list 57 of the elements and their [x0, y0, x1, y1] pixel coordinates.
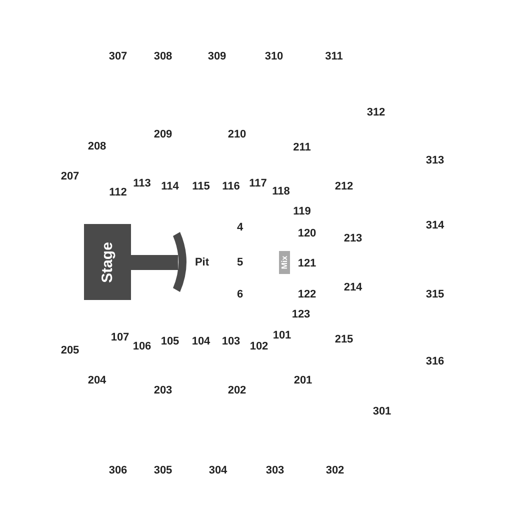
- section-number: 316: [426, 356, 444, 368]
- section-number: 209: [154, 130, 172, 140]
- section-number: 5: [236, 258, 244, 268]
- section-number: 315: [426, 290, 444, 300]
- section-number: 202: [228, 386, 246, 396]
- section-number: 301: [372, 406, 392, 418]
- section-number: 201: [294, 376, 312, 386]
- section-number: 208: [88, 142, 106, 152]
- section-number: 309: [208, 52, 226, 62]
- mix-box: [279, 251, 290, 274]
- section-number: 306: [108, 466, 128, 476]
- section-number: 310: [264, 52, 284, 62]
- section-number: 104: [192, 336, 210, 348]
- section-number: 4: [236, 222, 244, 234]
- section-number: 204: [88, 376, 106, 386]
- section-number: Pit: [194, 258, 210, 268]
- section-number: 313: [426, 156, 444, 166]
- section-number: 106: [132, 342, 152, 352]
- section-number: 6: [236, 290, 244, 300]
- section-number: 212: [334, 182, 354, 192]
- section-number: 116: [222, 182, 240, 192]
- section-number: 211: [293, 142, 311, 154]
- section-number: 214: [344, 282, 362, 294]
- section-number: 101: [272, 330, 292, 342]
- section-number: 303: [266, 466, 284, 476]
- section-number: 105: [160, 336, 180, 348]
- section-number: 203: [154, 386, 172, 396]
- section-number: 210: [228, 130, 246, 140]
- section-number: 205: [60, 346, 80, 356]
- section-number: 311: [325, 52, 343, 62]
- section-number: 215: [334, 334, 354, 346]
- section-number: 207: [60, 172, 80, 182]
- stage-box: [84, 224, 131, 300]
- section-number: 112: [109, 188, 127, 198]
- section-number: 312: [366, 108, 386, 118]
- area-label: Stage: [99, 242, 116, 282]
- section-number: 118: [272, 186, 290, 198]
- section-number: 121: [298, 258, 316, 270]
- section-number: 308: [154, 52, 172, 62]
- section-number: 107: [110, 332, 130, 344]
- section-number: 314: [426, 220, 444, 232]
- section-number: 122: [298, 290, 316, 300]
- section-number: 115: [192, 182, 210, 192]
- section-number: 103: [222, 336, 240, 348]
- section-number: 119: [293, 206, 311, 218]
- section-number: 113: [133, 178, 151, 190]
- section-number: 102: [250, 342, 268, 352]
- section-number: 307: [108, 52, 128, 62]
- section-number: 213: [344, 234, 362, 244]
- section-number: 117: [249, 178, 267, 190]
- section-number: 304: [208, 466, 228, 476]
- section-number: 305: [154, 466, 172, 476]
- section-number: 120: [298, 228, 316, 240]
- section-number: 302: [326, 466, 344, 476]
- section-number: 114: [161, 182, 179, 192]
- area-label: Mix: [280, 256, 289, 270]
- section-number: 123: [292, 310, 310, 320]
